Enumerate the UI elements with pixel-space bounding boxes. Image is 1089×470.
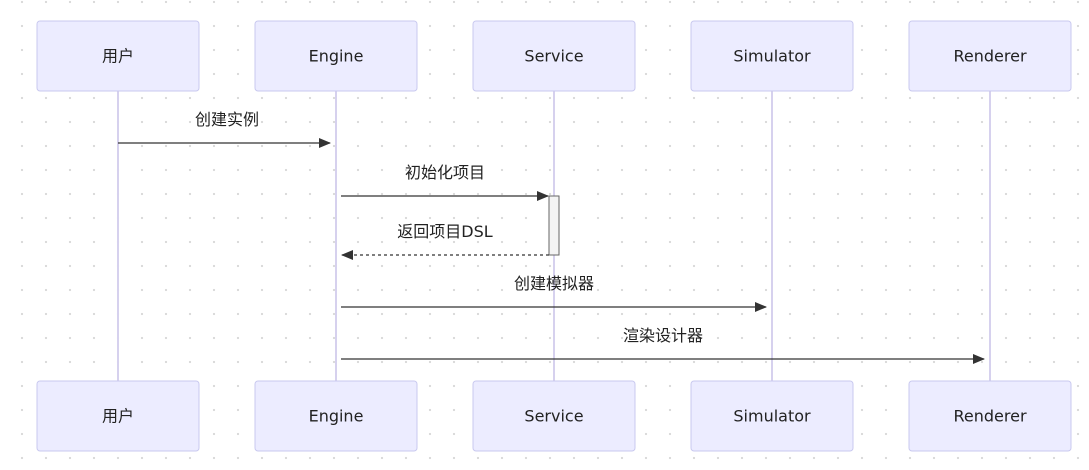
- participant-box: [690, 380, 854, 452]
- message-label: 初始化项目: [405, 163, 485, 182]
- participant-box: [690, 20, 854, 92]
- activation-bar-service: [548, 195, 560, 256]
- message-label: 渲染设计器: [623, 326, 703, 345]
- message-label: 创建实例: [195, 110, 259, 129]
- participant-user-top[interactable]: 用户: [36, 20, 200, 92]
- participants-top: 用户 Engine Service Simulator Renderer: [36, 20, 1072, 92]
- message-3[interactable]: 创建模拟器: [341, 274, 767, 312]
- message-1[interactable]: 初始化项目: [341, 163, 549, 201]
- participant-label: 用户: [102, 47, 134, 66]
- message-label: 返回项目DSL: [397, 222, 492, 241]
- participant-label: Engine: [309, 47, 364, 66]
- participant-service-bottom[interactable]: Service: [472, 380, 636, 452]
- participant-renderer-bottom[interactable]: Renderer: [908, 380, 1072, 452]
- message-label: 创建模拟器: [514, 274, 594, 293]
- participant-box: [254, 380, 418, 452]
- participant-service-top[interactable]: Service: [472, 20, 636, 92]
- participant-simulator-bottom[interactable]: Simulator: [690, 380, 854, 452]
- participant-renderer-top[interactable]: Renderer: [908, 20, 1072, 92]
- participant-box: [472, 380, 636, 452]
- participant-box: [908, 380, 1072, 452]
- participant-simulator-top[interactable]: Simulator: [690, 20, 854, 92]
- message-2[interactable]: 返回项目DSL: [341, 222, 549, 260]
- participant-label: Service: [524, 47, 583, 66]
- participant-label: Simulator: [733, 47, 811, 66]
- activations: [548, 195, 560, 256]
- participant-engine-bottom[interactable]: Engine: [254, 380, 418, 452]
- participant-label: Renderer: [953, 47, 1026, 66]
- participant-box: [36, 380, 200, 452]
- participant-engine-top[interactable]: Engine: [254, 20, 418, 92]
- participant-user-bottom[interactable]: 用户: [36, 380, 200, 452]
- participant-label: Renderer: [953, 407, 1026, 426]
- participants-bottom: 用户 Engine Service Simulator Renderer: [36, 380, 1072, 452]
- participant-label: 用户: [102, 407, 134, 426]
- participant-box: [472, 20, 636, 92]
- message-0[interactable]: 创建实例: [118, 110, 331, 148]
- participant-label: Simulator: [733, 407, 811, 426]
- participant-box: [36, 20, 200, 92]
- message-4[interactable]: 渲染设计器: [341, 326, 985, 364]
- participant-box: [908, 20, 1072, 92]
- participant-label: Engine: [309, 407, 364, 426]
- participant-label: Service: [524, 407, 583, 426]
- participant-box: [254, 20, 418, 92]
